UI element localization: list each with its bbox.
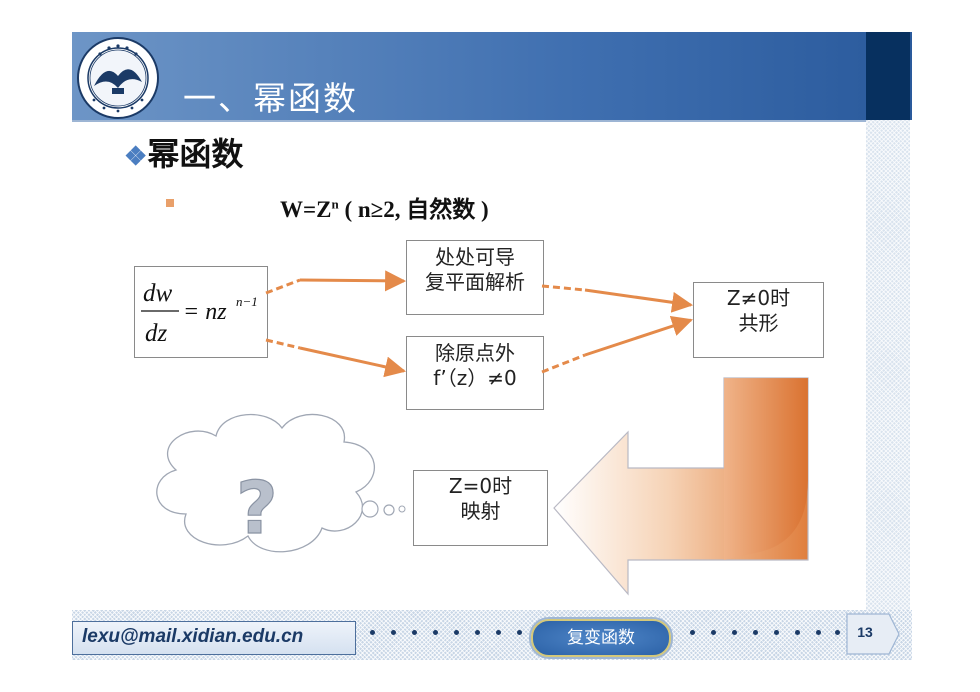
differentiable-line-1: 处处可导	[435, 245, 515, 269]
footer-email[interactable]: lexu@mail.xidian.edu.cn	[82, 626, 304, 647]
derivative-denominator: dz	[145, 320, 168, 347]
square-bullet-icon	[166, 199, 174, 207]
derivative-exponent: n−1	[236, 294, 258, 309]
header-underline	[72, 120, 866, 122]
arrow-to-conformal-1	[584, 288, 694, 313]
conformal-line-1: Z≠0时	[726, 286, 791, 310]
derivative-numerator: dw	[143, 280, 173, 307]
big-arrow-shading	[724, 378, 808, 560]
zero-mapping-line-2: 映射	[460, 499, 501, 523]
right-pattern-strip	[866, 120, 910, 610]
zero-mapping-line-1: Z=0时	[448, 474, 513, 498]
derivative-rhs: = nz	[183, 299, 227, 325]
except-origin-line-2: f’（z）≠0	[433, 366, 517, 390]
footer-email-box	[72, 621, 356, 655]
derivative-box: dw dz = nz n−1	[134, 266, 268, 358]
page-number-badge	[846, 613, 900, 655]
course-name-badge: 复变函数	[531, 619, 671, 657]
differentiable-box: 处处可导 复平面解析	[406, 240, 544, 315]
power-function-formula: W=Zn ( n≥2, 自然数 )	[280, 190, 489, 224]
conformal-box: Z≠0时 共形	[693, 282, 824, 358]
arrow-to-conformal-2	[584, 315, 693, 357]
formula-exponent: n	[331, 196, 339, 212]
derivative-formula: dw dz = nz n−1	[141, 280, 258, 347]
arrow-dashed-2	[265, 338, 301, 350]
except-origin-line-1: 除原点外	[435, 341, 515, 365]
thought-cloud	[156, 413, 406, 553]
course-name: 复变函数	[567, 628, 635, 648]
formula-prefix: W=Z	[280, 197, 332, 222]
differentiable-line-2: 复平面解析	[425, 270, 525, 294]
arrow-to-differentiable	[299, 270, 407, 292]
section-heading-text: 幂函数	[147, 135, 244, 173]
conformal-line-2: 共形	[738, 311, 779, 335]
arrow-to-except-origin	[299, 346, 407, 378]
page-number: 13	[857, 624, 873, 640]
diamond-bullet-icon: ❖	[124, 142, 148, 172]
except-origin-box: 除原点外 f’（z）≠0	[406, 336, 544, 410]
arrow-dashed-1	[265, 278, 301, 295]
header-bar	[72, 32, 912, 120]
page-title: 一、幂函数	[183, 79, 358, 118]
section-heading: ❖幂函数	[124, 129, 243, 175]
university-emblem-icon	[77, 37, 159, 119]
zero-mapping-box: Z=0时 映射	[413, 470, 548, 546]
question-mark-icon: ?	[236, 466, 278, 550]
arrow-dashed-3	[541, 284, 586, 292]
arrow-dashed-4	[541, 353, 586, 374]
header-dark-block	[866, 32, 910, 120]
formula-suffix: ( n≥2, 自然数 )	[338, 197, 489, 222]
